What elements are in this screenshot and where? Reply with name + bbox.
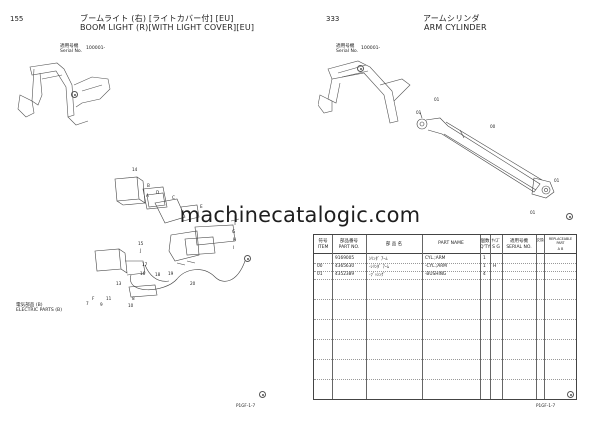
page-mark-icon [259, 391, 266, 398]
callout-18: 18 [155, 272, 161, 277]
page-mark-icon [566, 213, 573, 220]
title-en: ARM CYLINDER [424, 23, 487, 32]
callout-19: 19 [168, 271, 174, 276]
callout-h: H [233, 237, 237, 242]
left-page: 155 ブームライト (右) [ライトカバー付] [EU] BOOM LIGHT… [10, 14, 266, 408]
title-jp: ブームライト (右) [ライトカバー付] [EU] [80, 14, 234, 23]
serial-from: 100001- [361, 46, 381, 51]
applicable-jp: 適用号機 [60, 44, 79, 49]
header-item-jp: 符号 [318, 239, 328, 244]
right-page: 333 アームシリンダ ARM CYLINDER 適用号機 Serial No.… [300, 0, 600, 424]
callout-00: 00 [490, 124, 496, 129]
callout-f: F [92, 296, 95, 301]
callout-i: I [233, 245, 235, 250]
header-item-en: ITEM [317, 245, 329, 250]
footer-mark-icon [567, 391, 574, 398]
applicable-en: Serial No. [60, 49, 83, 54]
header-rep-sub: A B [557, 247, 564, 251]
footer-code: P1GF-1-7 [236, 403, 256, 408]
title-en: BOOM LIGHT (R)[WITH LIGHT COVER][EU] [80, 23, 255, 32]
applicable-en: Serial No. [336, 49, 359, 54]
callout-14: 14 [132, 167, 138, 172]
header-name-en: PART NAME [438, 241, 464, 246]
header-part-no-en: PART NO. [338, 245, 360, 250]
callout-8: 8 [132, 296, 135, 301]
callout-01-a: 01 [434, 97, 440, 102]
callout-g: G [232, 229, 236, 234]
header-serial-en: SERIAL NO. [506, 245, 532, 250]
header-name-jp: 部 品 名 [385, 242, 403, 247]
excavator-arm-diagram [318, 60, 411, 124]
callout-a: A [146, 193, 149, 198]
callout-16: 16 [140, 271, 146, 276]
callout-c: C [172, 195, 175, 200]
title-jp: アームシリンダ [423, 14, 480, 23]
electric-parts-en: ELECTRIC PARTS (B) [16, 308, 62, 313]
header-serial-jp: 適用号機 [510, 239, 528, 244]
watermark: machinecatalogic.com [179, 203, 421, 227]
light-marker-icon [71, 91, 78, 98]
callout-9: 9 [100, 302, 103, 307]
plug-marker-icon [244, 255, 251, 262]
header-sg-en: S G [492, 245, 500, 250]
header-qty-en: Q'TY [480, 245, 491, 250]
callout-10: 10 [128, 303, 134, 308]
applicable-jp: 適用号機 [336, 44, 355, 49]
callout-01-c: 01 [554, 178, 560, 183]
callout-j: J [140, 248, 142, 253]
callout-01-d: 01 [530, 210, 536, 215]
callout-11: 11 [106, 296, 112, 301]
callout-d: D [156, 190, 160, 195]
light-assembly-diagram [94, 176, 246, 298]
header-sg-jp: ｻｲｽﾞ [491, 239, 501, 244]
callout-b: B [147, 183, 150, 188]
header-rep-en: REPLACEABLE PART [548, 237, 573, 245]
excavator-boom-diagram [17, 62, 111, 126]
arm-cylinder-diagram [416, 112, 555, 199]
callout-15: 15 [138, 241, 144, 246]
electric-parts-jp: 電気部品 (B) [16, 303, 43, 308]
callout-7: 7 [86, 301, 89, 306]
callout-01-b: 01 [416, 110, 422, 115]
header-part-no-jp: 部品番号 [340, 239, 358, 244]
callout-20: 20 [190, 281, 196, 286]
header-rep-jp: 交換 [536, 238, 544, 242]
serial-from: 100001- [86, 46, 106, 51]
table-header [314, 235, 576, 254]
callout-17: 17 [142, 262, 148, 267]
page-number: 155 [10, 15, 24, 23]
page-number: 333 [326, 15, 340, 23]
footer-code: P1GF-1-7 [536, 403, 556, 408]
callout-13: 13 [116, 281, 122, 286]
parts-table: 符号 ITEM 部品番号 PART NO. 部 品 名 PART NAME 個数… [313, 234, 577, 400]
header-qty-jp: 個数 [480, 239, 490, 244]
callout-e: E [200, 204, 203, 209]
arm-marker-icon [357, 65, 364, 72]
